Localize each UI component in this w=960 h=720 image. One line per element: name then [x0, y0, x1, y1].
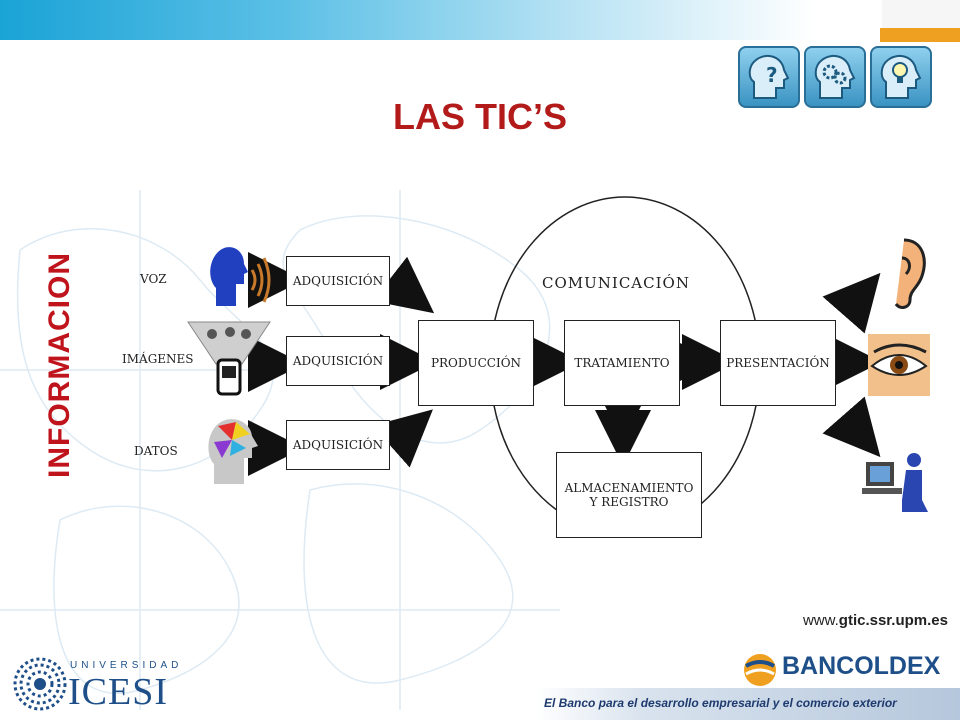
comunicacion-label: COMUNICACIÓN	[542, 274, 690, 292]
gears-head-icon	[804, 46, 866, 108]
side-label: INFORMACION	[43, 252, 76, 478]
tic-diagram: VOZ IMÁGENES DATOS ADQUISICIÓN ADQUISICI…	[110, 190, 940, 550]
bancoldex-logo-icon	[744, 654, 776, 686]
source-label-imagenes: IMÁGENES	[122, 352, 194, 366]
arrow-pres-ear	[822, 272, 881, 334]
arrow-adq3-prod	[372, 409, 433, 468]
question-head-icon: ?	[738, 46, 800, 108]
url-prefix: www.	[802, 612, 839, 629]
meeting-icon	[187, 321, 271, 396]
source-label-voz: VOZ	[140, 272, 167, 286]
eye-icon	[868, 334, 930, 396]
top-banner	[0, 0, 960, 40]
arrow-adq1-prod	[372, 256, 435, 314]
almacenamiento-line2: Y REGISTRO	[589, 495, 669, 509]
box-almacenamiento: ALMACENAMIENTO Y REGISTRO	[556, 452, 702, 538]
bancoldex-name: BANCOLDEX	[782, 652, 941, 680]
bancoldex-tagline: El Banco para el desarrollo empresarial …	[544, 696, 897, 710]
icesi-logo-icon	[13, 657, 67, 711]
box-presentacion: PRESENTACIÓN	[720, 320, 836, 406]
almacenamiento-line1: ALMACENAMIENTO	[564, 481, 694, 495]
box-adquisicion-datos: ADQUISICIÓN	[286, 420, 390, 470]
arrow-pres-user	[822, 396, 881, 458]
icesi-university-label: UNIVERSIDAD	[70, 660, 183, 671]
icesi-name: ICESI	[68, 671, 168, 713]
box-adquisicion-voz: ADQUISICIÓN	[286, 256, 390, 306]
banner-corner	[882, 0, 960, 28]
page-title: LAS TIC’S	[392, 96, 567, 137]
box-produccion: PRODUCCIÓN	[418, 320, 534, 406]
banner-accent-stripe	[880, 28, 960, 42]
bancoldex-tagline-bar	[536, 688, 960, 720]
colorful-head-icon	[208, 419, 258, 484]
box-tratamiento: TRATAMIENTO	[564, 320, 680, 406]
speaking-head-icon	[210, 247, 271, 306]
source-label-datos: DATOS	[134, 444, 178, 458]
lightbulb-head-icon	[870, 46, 932, 108]
source-url[interactable]: www.gtic.ssr.upm.es	[803, 612, 948, 629]
side-label-container: INFORMACION	[30, 230, 90, 500]
ear-icon	[894, 238, 926, 309]
url-domain: gtic.ssr.upm.es	[838, 612, 948, 629]
computer-user-icon	[862, 453, 928, 512]
box-adquisicion-imagenes: ADQUISICIÓN	[286, 336, 390, 386]
svg-text:?: ?	[766, 63, 778, 87]
